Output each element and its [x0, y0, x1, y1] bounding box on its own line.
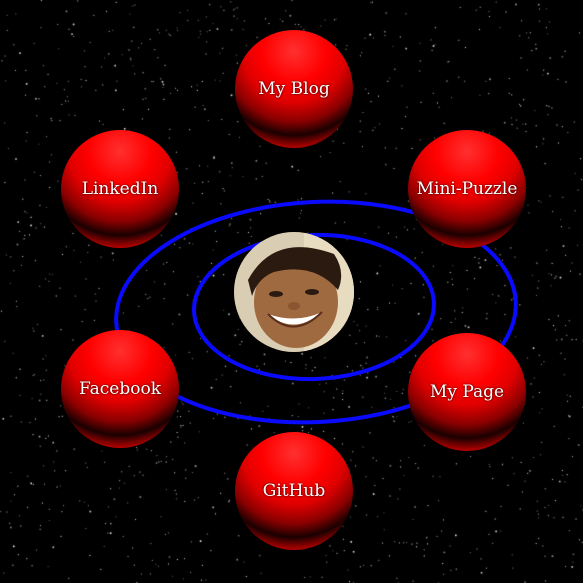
profile-photo-icon — [234, 232, 354, 352]
mini-puzzle-label: Mini-Puzzle — [416, 179, 518, 199]
my-blog-label: My Blog — [258, 79, 330, 99]
my-blog-link[interactable]: My Blog — [235, 30, 353, 148]
my-page-label: My Page — [429, 382, 505, 402]
mini-puzzle-link[interactable]: Mini-Puzzle — [408, 130, 526, 248]
github-link[interactable]: GitHub — [235, 432, 353, 550]
my-page-link[interactable]: My Page — [408, 333, 526, 451]
profile-avatar — [234, 232, 354, 352]
facebook-label: Facebook — [78, 379, 161, 399]
linkedin-label: LinkedIn — [81, 179, 159, 199]
linkedin-link[interactable]: LinkedIn — [61, 130, 179, 248]
github-label: GitHub — [262, 481, 326, 501]
facebook-link[interactable]: Facebook — [61, 330, 179, 448]
